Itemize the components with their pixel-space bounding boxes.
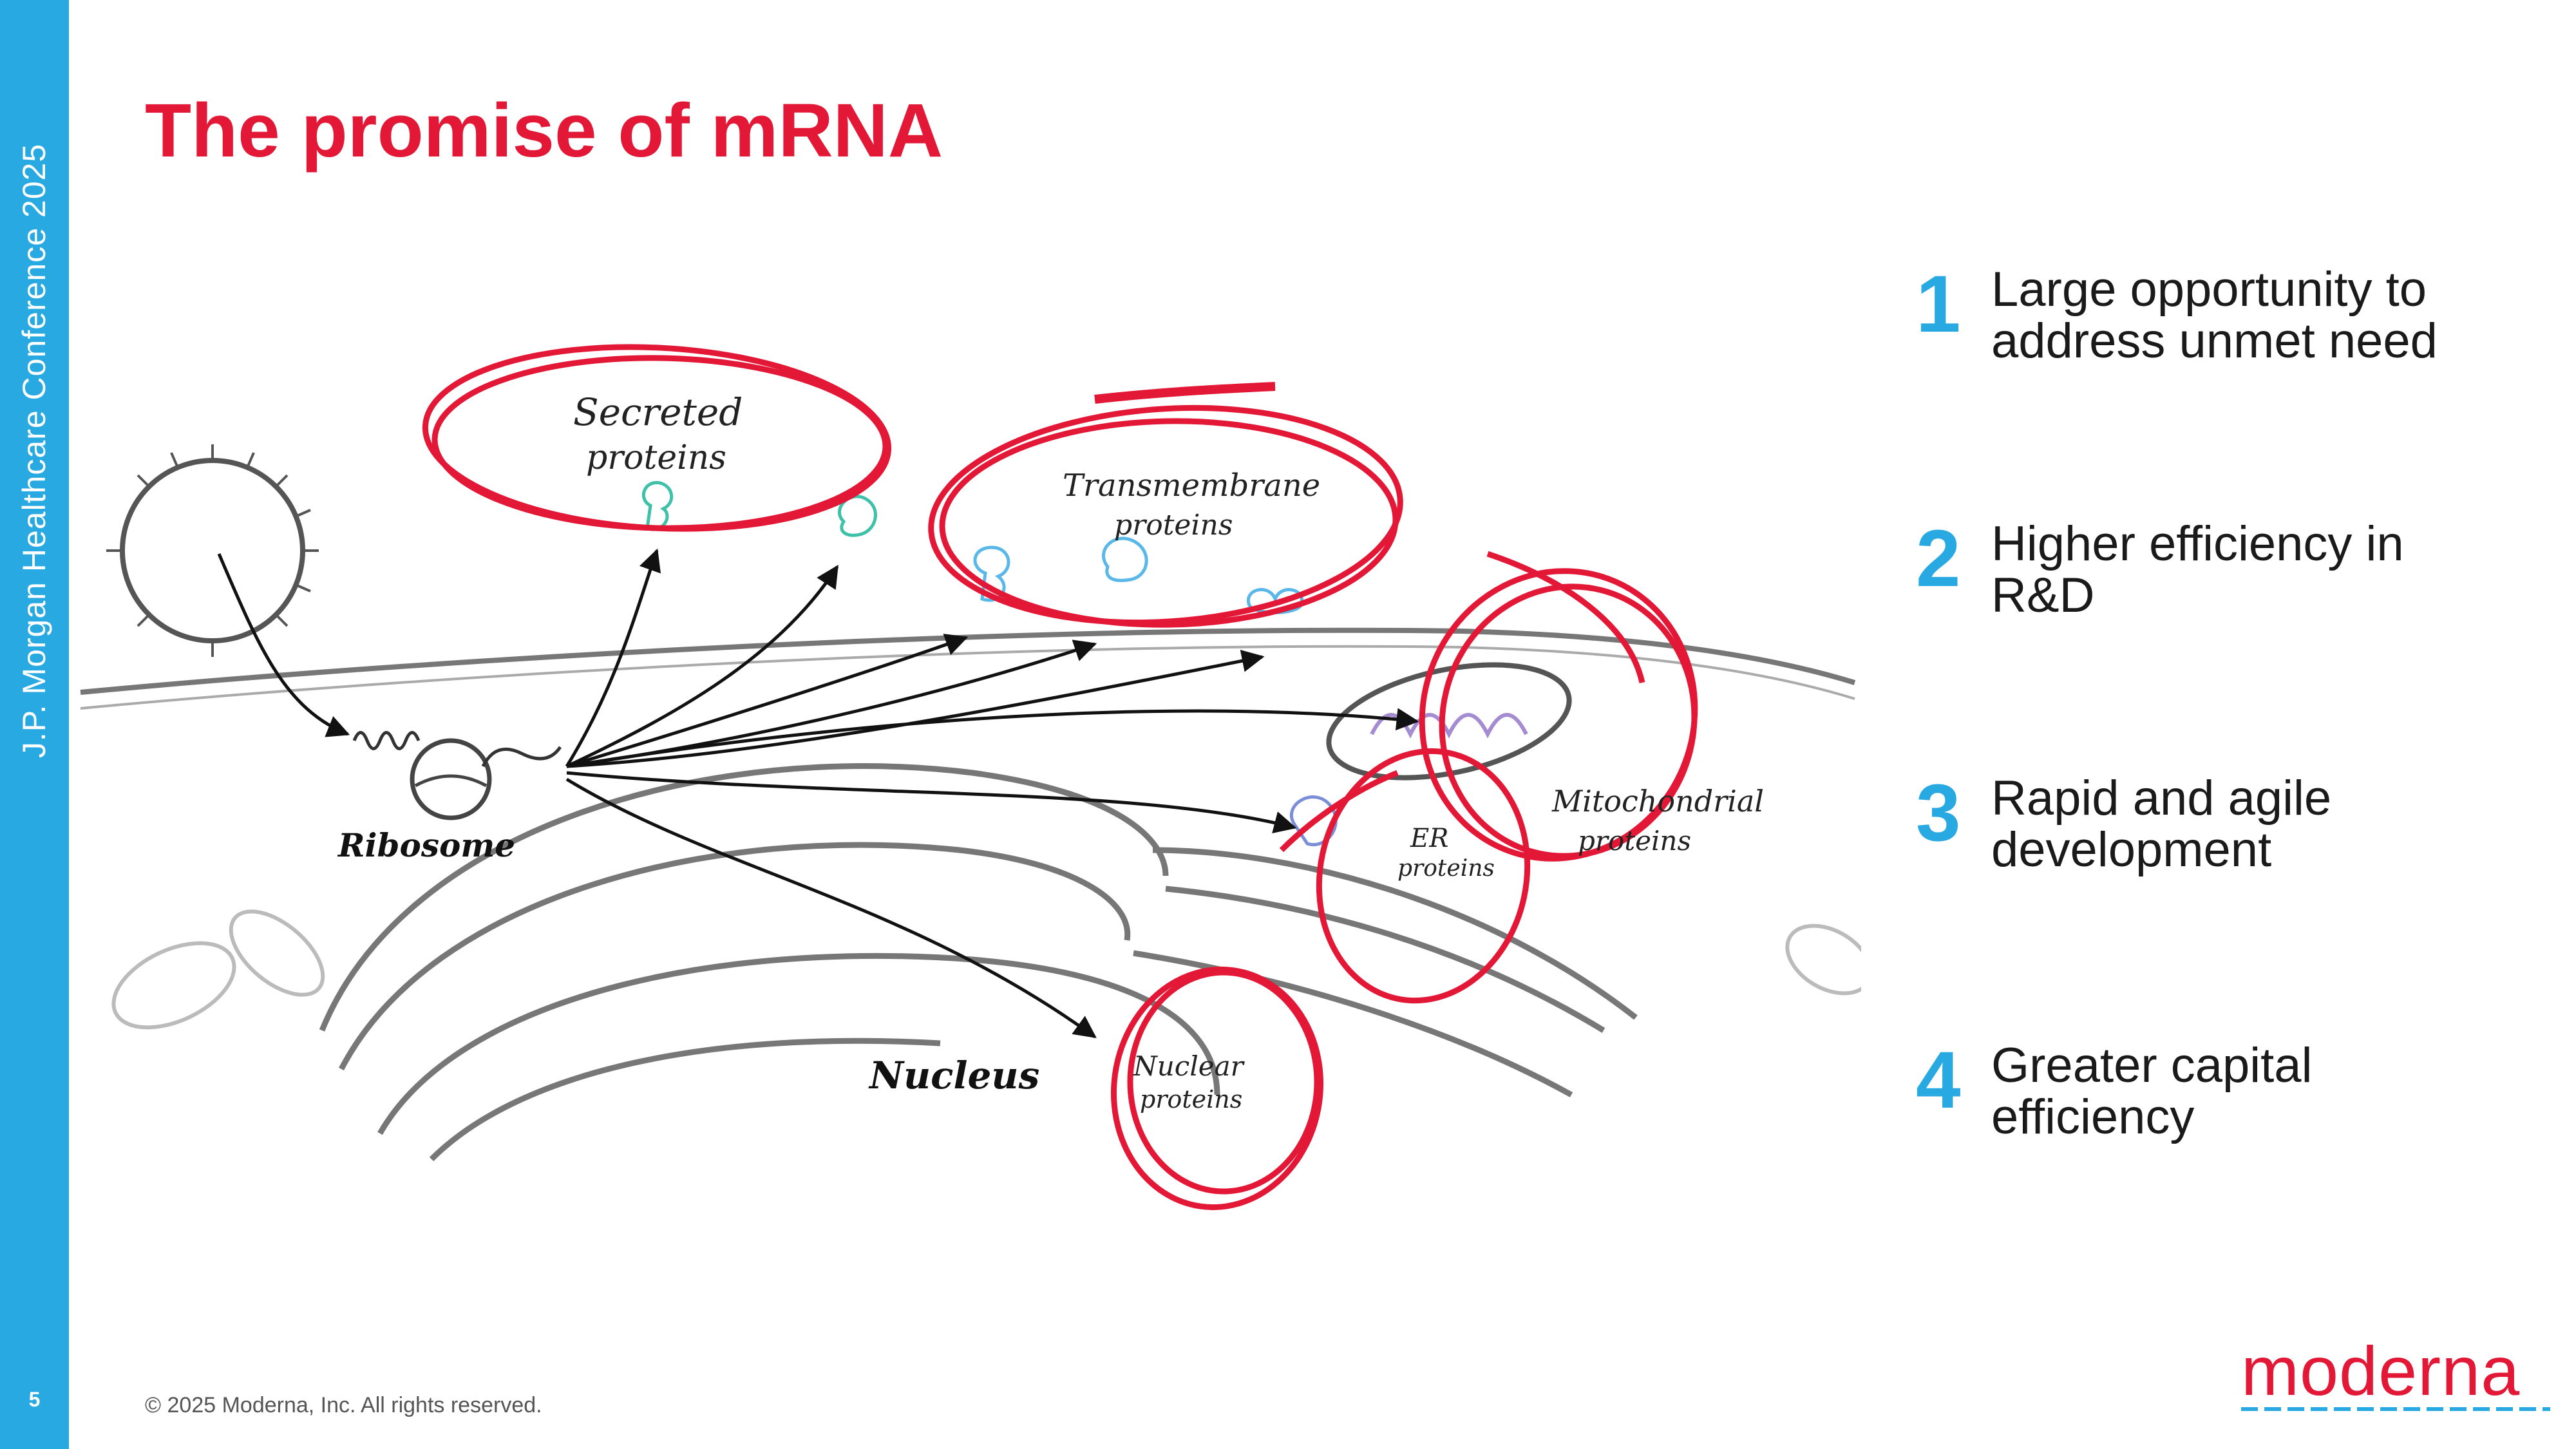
- moderna-logo: moderna: [2241, 1336, 2550, 1420]
- label-er-1: ER: [1410, 824, 1448, 853]
- mitochondria-faded: [111, 909, 1861, 1030]
- list-number: 1: [1916, 260, 1961, 349]
- copyright-footer: © 2025 Moderna, Inc. All rights reserved…: [145, 1393, 542, 1417]
- ribosome-icon: [352, 731, 562, 820]
- nucleus-membranes: [319, 763, 1638, 1162]
- logo-underline: [2241, 1407, 2550, 1411]
- virus-icon: [106, 444, 319, 657]
- slide-title: The promise of mRNA: [145, 88, 943, 173]
- label-mitochondrial-1: Mitochondrial: [1551, 784, 1764, 819]
- label-transmembrane-2: proteins: [1114, 509, 1233, 542]
- highlight-circles: [422, 344, 1698, 1211]
- list-number: 2: [1916, 514, 1961, 603]
- label-secreted-2: proteins: [586, 439, 726, 477]
- page-number: 5: [28, 1388, 41, 1411]
- label-nuclear-1: Nuclear: [1133, 1050, 1245, 1082]
- label-ribosome: Ribosome: [337, 826, 515, 864]
- label-mitochondrial-2: proteins: [1578, 825, 1691, 857]
- label-secreted-1: Secreted: [573, 390, 743, 434]
- cell-diagram: Secreted proteins Transmembrane proteins…: [80, 344, 1861, 1211]
- logo-text: moderna: [2241, 1332, 2521, 1410]
- conference-title: J.P. Morgan Healthcare Conference 2025: [16, 143, 52, 759]
- side-bar: J.P. Morgan Healthcare Conference 2025 5: [0, 0, 69, 1449]
- label-nuclear-2: proteins: [1140, 1085, 1242, 1113]
- cell-membrane: [80, 627, 1856, 695]
- list-text: Greater capital efficiency: [1991, 1038, 2313, 1144]
- translation-arrows: [217, 548, 1419, 1039]
- list-number: 4: [1916, 1036, 1961, 1125]
- label-transmembrane-1: Transmembrane: [1063, 468, 1320, 504]
- list-text: Large opportunity to address unmet need: [1991, 262, 2438, 368]
- label-nucleus: Nucleus: [868, 1054, 1039, 1097]
- list-text: Higher efficiency in R&D: [1991, 516, 2404, 623]
- label-er-2: proteins: [1397, 855, 1495, 882]
- list-number: 3: [1916, 768, 1961, 858]
- list-text: Rapid and agile development: [1991, 771, 2332, 877]
